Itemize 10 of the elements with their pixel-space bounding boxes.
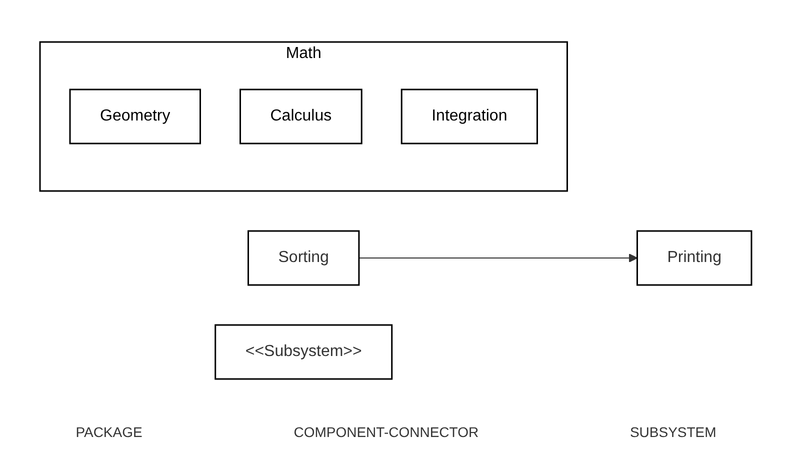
node-box: Sorting — [248, 230, 360, 286]
node-box: Printing — [636, 230, 752, 286]
node-box: Integration — [401, 88, 538, 144]
node-box: <<Subsystem>> — [214, 324, 393, 380]
node-box: Calculus — [240, 88, 363, 144]
caption-label: PACKAGE — [76, 424, 142, 440]
caption-label: SUBSYSTEM — [630, 424, 716, 440]
caption-label: COMPONENT-CONNECTOR — [294, 424, 479, 440]
node-box: Geometry — [70, 88, 202, 144]
arrow — [358, 253, 638, 262]
